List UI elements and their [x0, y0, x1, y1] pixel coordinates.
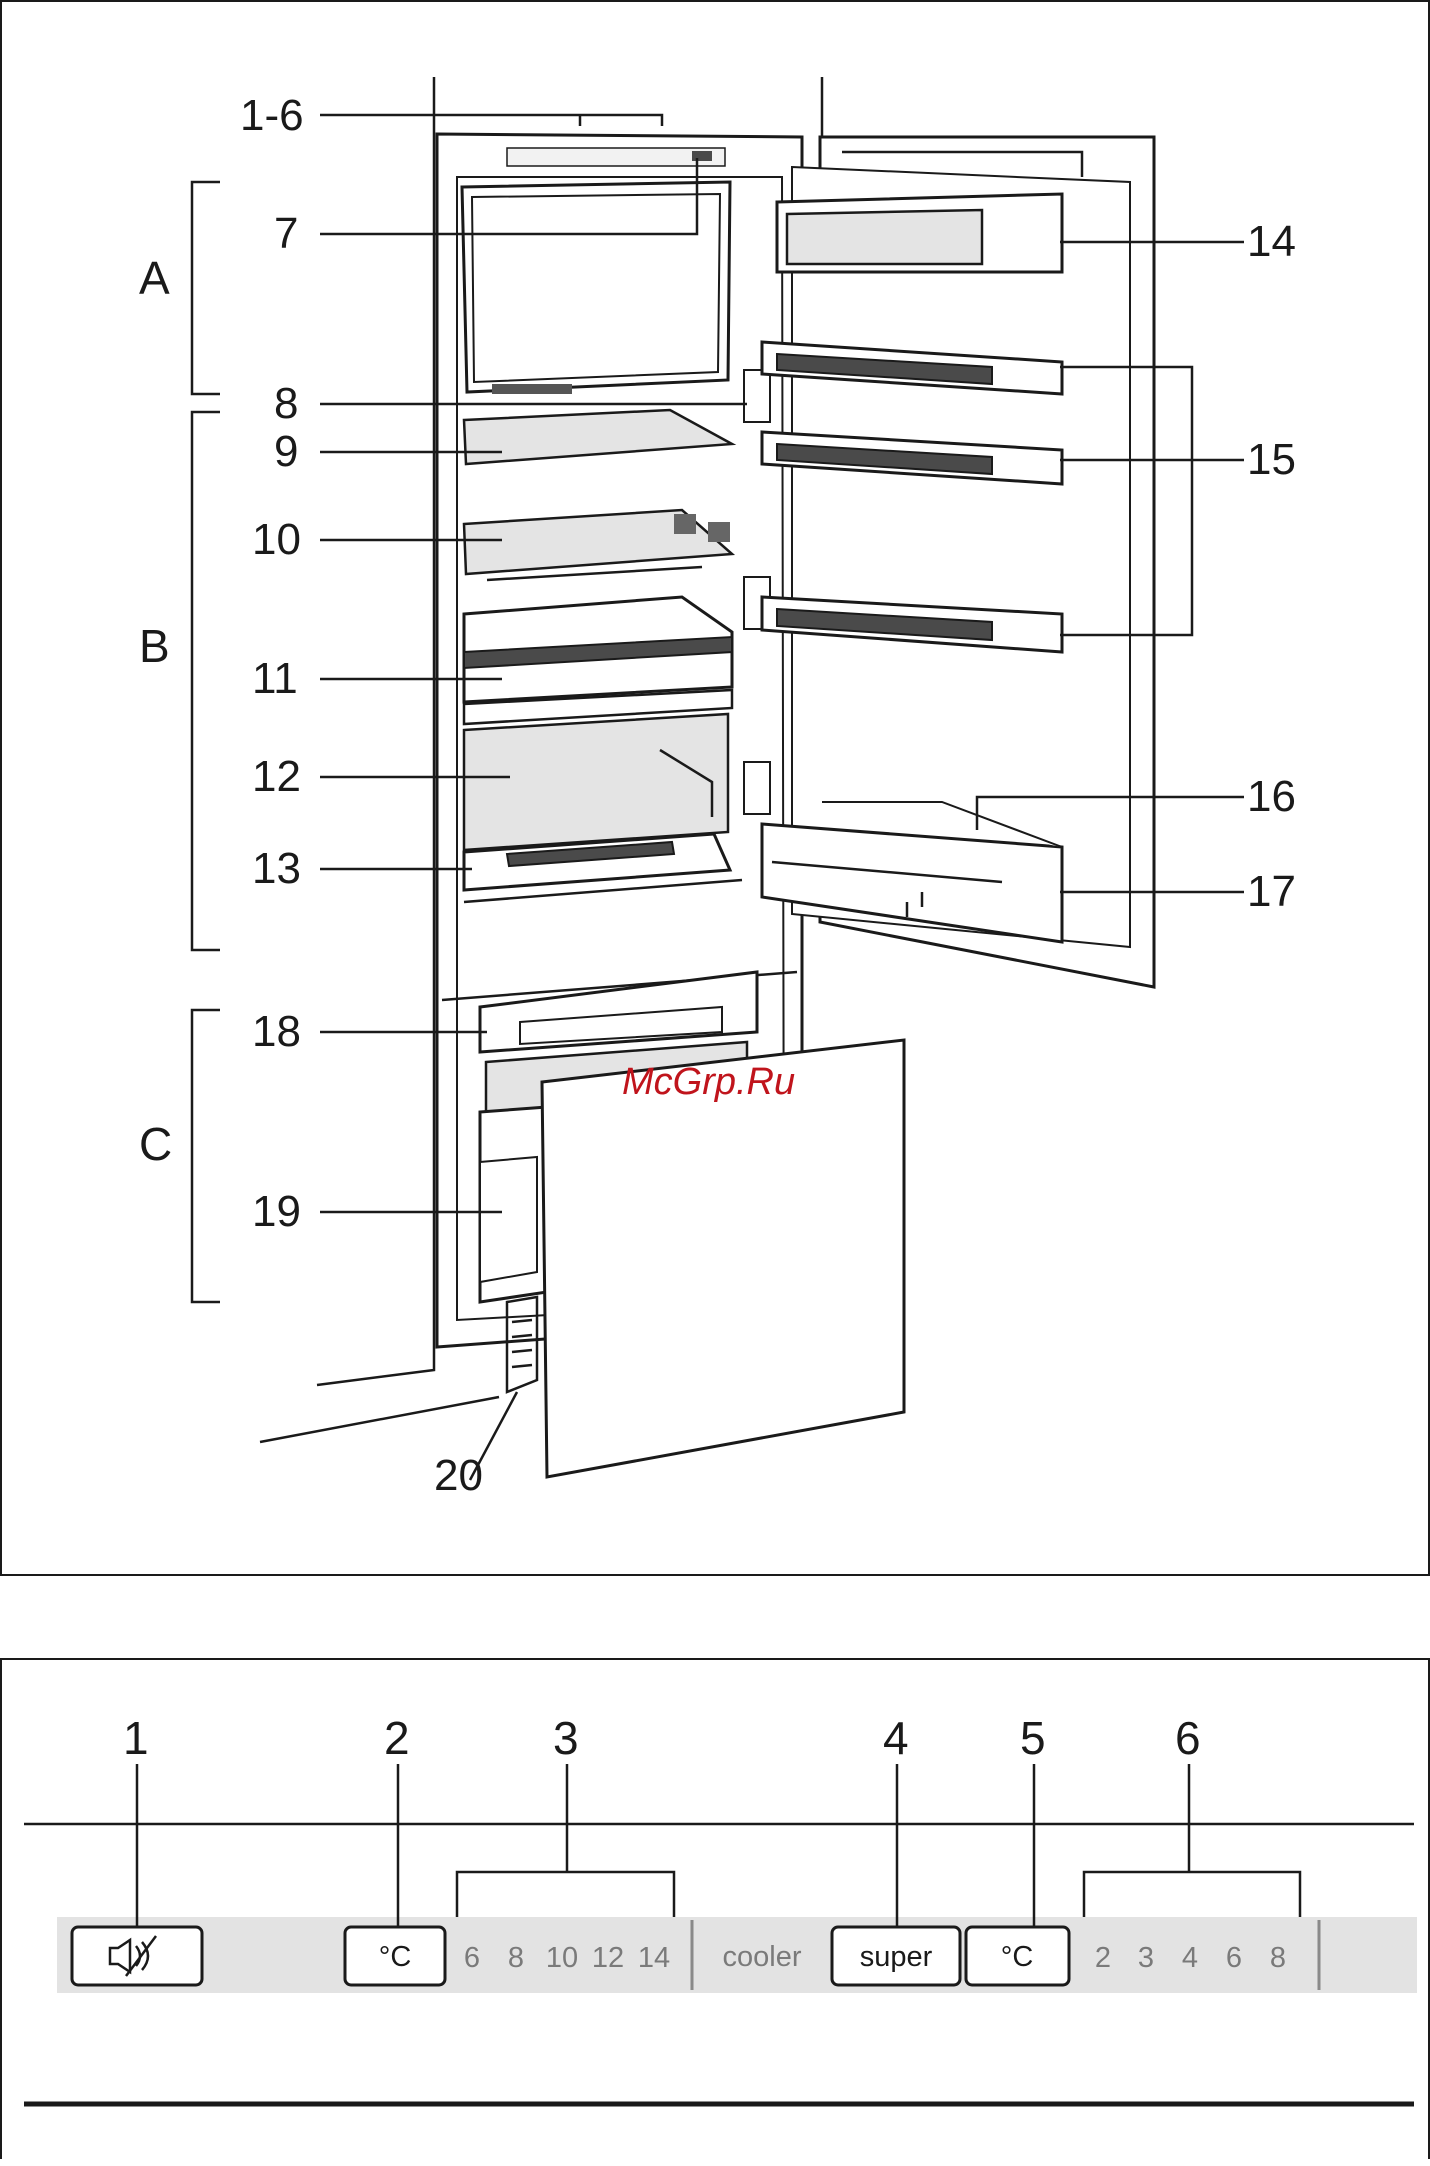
panel-callout-2: 2	[384, 1712, 410, 1764]
callout-17: 17	[1247, 867, 1296, 916]
fridge-illustration: 1-6 7 8 9 10 11 12 13 14 15 16 17 18 19 …	[2, 2, 1430, 1578]
super-button[interactable]: super	[832, 1927, 960, 1985]
cooler-scale-value: 6	[464, 1942, 480, 1974]
section-c: C	[139, 1118, 172, 1170]
callout-8: 8	[274, 379, 298, 428]
panel-callout-6: 6	[1175, 1712, 1201, 1764]
cooler-label: cooler	[723, 1941, 802, 1973]
control-panel-diagram: 1 2 3 4 5 6 °C 6 8 10 12 14 cooler super…	[0, 1658, 1430, 2159]
panel-callout-3: 3	[553, 1712, 579, 1764]
freezer-temp-button-label: °C	[1001, 1941, 1034, 1973]
cooler-temperature-button[interactable]: °C	[345, 1927, 445, 1985]
freezer-temperature-button[interactable]: °C	[966, 1927, 1069, 1985]
callout-19: 19	[252, 1187, 301, 1236]
freezer-scale-value: 6	[1226, 1942, 1242, 1974]
panel-callout-1: 1	[123, 1712, 149, 1764]
callout-16: 16	[1247, 772, 1296, 821]
fridge-door	[762, 137, 1154, 987]
cooler-scale-value: 12	[592, 1942, 624, 1974]
freezer-scale-value: 4	[1182, 1942, 1198, 1974]
callout-9: 9	[274, 427, 298, 476]
appliance-diagram: 1-6 7 8 9 10 11 12 13 14 15 16 17 18 19 …	[0, 0, 1430, 1576]
section-b: B	[139, 620, 170, 672]
callout-14: 14	[1247, 217, 1296, 266]
freezer-front-panel	[542, 1040, 904, 1477]
callout-15: 15	[1247, 435, 1296, 484]
super-button-label: super	[860, 1941, 933, 1973]
callout-20: 20	[434, 1451, 483, 1500]
cooler-temp-button-label: °C	[379, 1941, 412, 1973]
control-panel-illustration: 1 2 3 4 5 6 °C 6 8 10 12 14 cooler super…	[2, 1660, 1430, 2161]
callout-12: 12	[252, 752, 301, 801]
callout-13: 13	[252, 844, 301, 893]
callout-7: 7	[274, 209, 298, 258]
panel-callout-4: 4	[883, 1712, 909, 1764]
panel-callout-5: 5	[1020, 1712, 1046, 1764]
callout-1-6: 1-6	[240, 91, 304, 140]
cooler-scale-value: 14	[638, 1942, 670, 1974]
callout-11: 11	[252, 654, 298, 703]
callout-10: 10	[252, 515, 301, 564]
cooler-scale-value: 8	[508, 1942, 524, 1974]
section-a: A	[139, 252, 170, 304]
callout-18: 18	[252, 1007, 301, 1056]
freezer-scale-value: 3	[1138, 1942, 1154, 1974]
cooler-scale-value: 10	[546, 1942, 578, 1974]
alarm-off-button[interactable]	[72, 1927, 202, 1985]
freezer-scale-value: 2	[1095, 1942, 1111, 1974]
watermark: McGrp.Ru	[622, 1061, 795, 1103]
freezer-scale-value: 8	[1270, 1942, 1286, 1974]
